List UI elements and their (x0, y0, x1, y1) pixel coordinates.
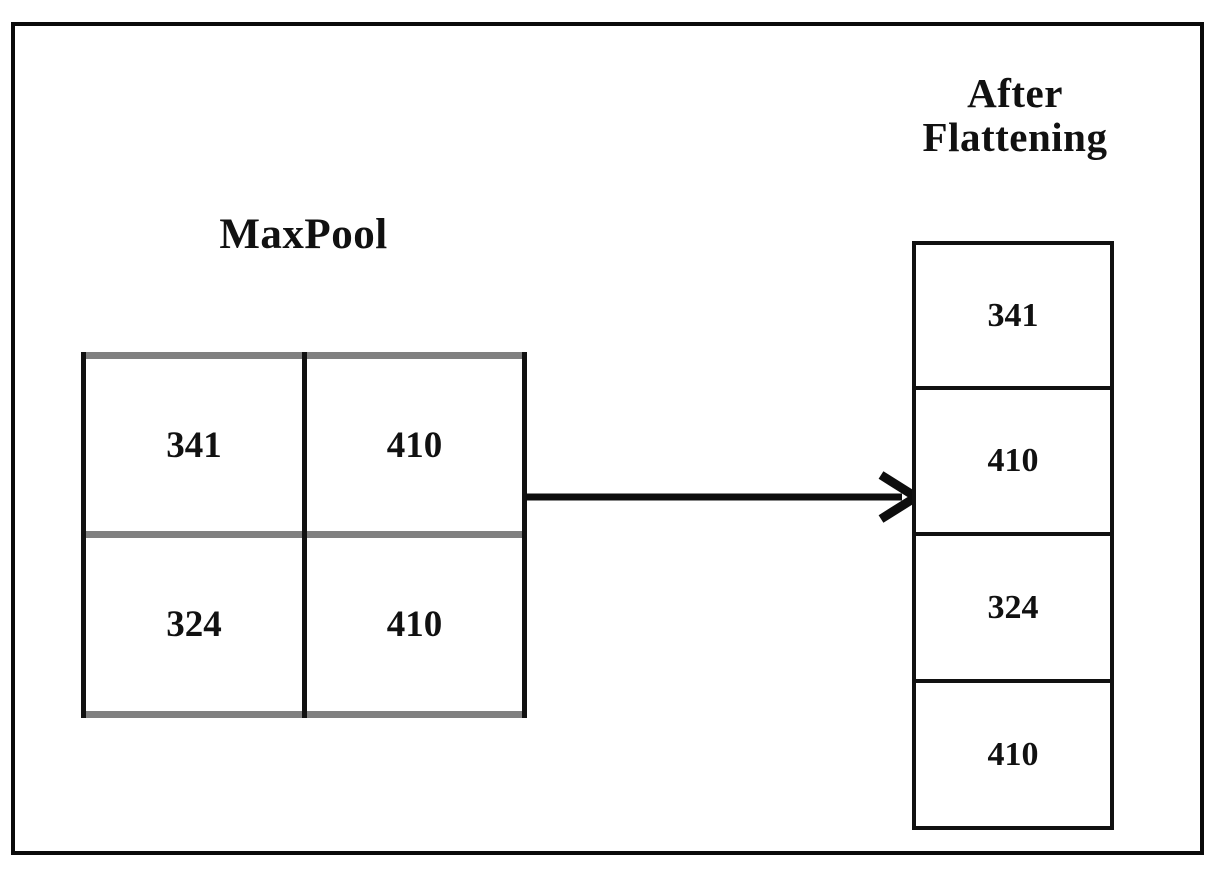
diagram-outer-frame: MaxPool After Flattening 341 410 324 410 (11, 22, 1204, 855)
maxpool-matrix: 341 410 324 410 (81, 352, 527, 718)
maxpool-cell-1-1: 410 (386, 604, 443, 645)
flattened-cell-3: 410 (987, 735, 1039, 773)
after-flattening-title-line1: After (967, 70, 1063, 116)
flattened-cell-2: 324 (916, 536, 1110, 683)
maxpool-gridline-right (522, 352, 527, 718)
maxpool-gridline-left (81, 352, 86, 718)
maxpool-cell-1-0: 324 (166, 604, 222, 645)
maxpool-cell-0-0: 341 (166, 424, 222, 466)
maxpool-gridline-center (302, 352, 307, 718)
right-arrow-icon (526, 466, 925, 528)
maxpool-cell-0-1: 410 (386, 424, 443, 466)
maxpool-title: MaxPool (219, 211, 388, 258)
flattened-cell-1: 410 (916, 390, 1110, 536)
flattened-vector: 341 410 324 410 (912, 241, 1114, 830)
after-flattening-title: After Flattening (875, 71, 1155, 160)
after-flattening-title-line2: Flattening (922, 114, 1108, 161)
flattened-cell-0: 341 (916, 245, 1110, 390)
